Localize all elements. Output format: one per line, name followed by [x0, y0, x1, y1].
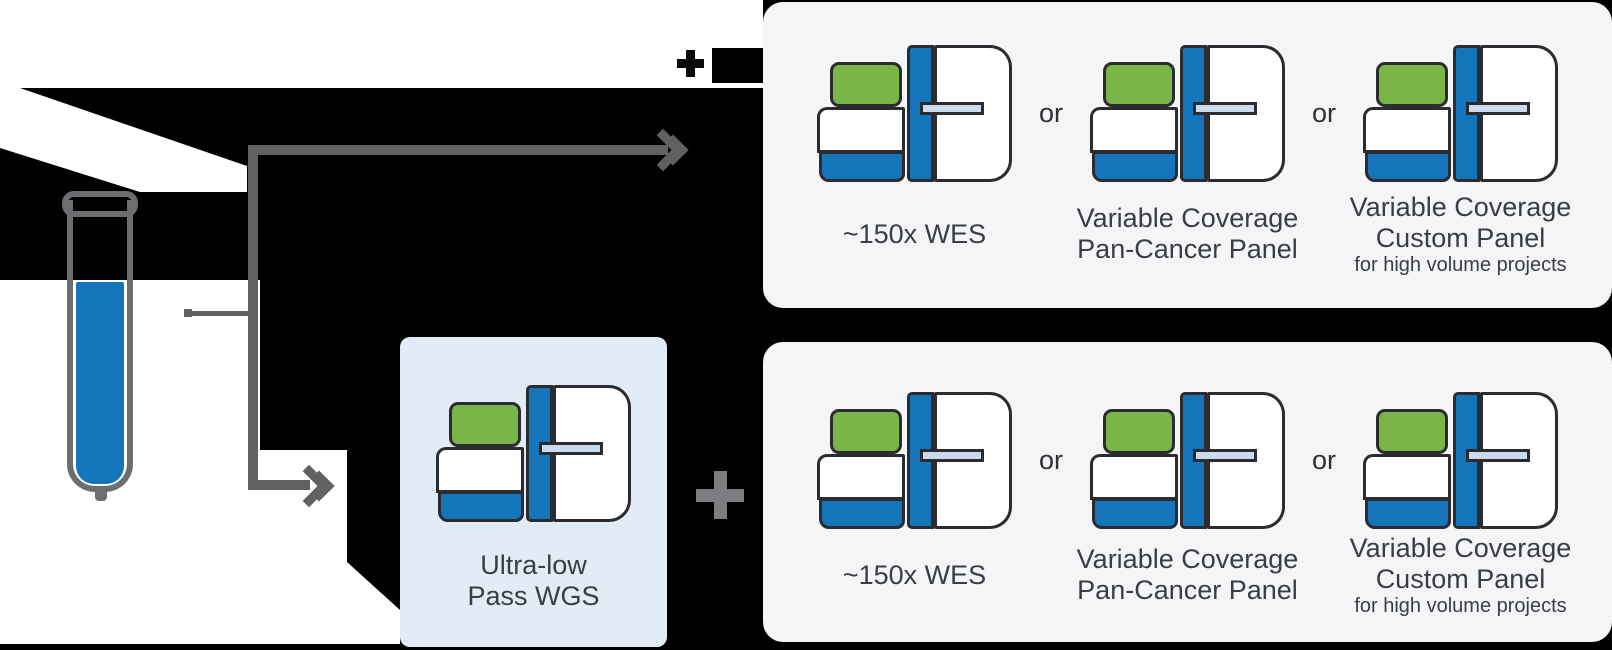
- small-plus-icon: [686, 50, 695, 77]
- sequencer-base: [819, 498, 905, 529]
- sequencer-base: [438, 491, 524, 522]
- black-notch: [712, 48, 763, 83]
- or-separator: or: [1038, 445, 1063, 475]
- sequencer-icon: [436, 385, 631, 522]
- ultra-low-pass-wgs-label: Ultra-low Pass WGS: [467, 550, 599, 612]
- sequencer-icon: [817, 392, 1012, 529]
- option-label: Variable Coverage Pan-Cancer Panel: [1077, 529, 1299, 621]
- option-custom-panel: Variable Coverage Custom Panel for high …: [1341, 392, 1581, 621]
- option-label-line1: ~150x WES: [842, 218, 987, 249]
- option-label-line1: ~150x WES: [842, 559, 987, 590]
- sequencer-base: [1365, 498, 1451, 529]
- option-150x-wes: ~150x WES: [795, 45, 1035, 286]
- sample-liquid: [76, 282, 124, 484]
- option-label-sub: for high volume projects: [1354, 594, 1567, 617]
- option-label: ~150x WES: [843, 182, 986, 286]
- option-label: Variable Coverage Pan-Cancer Panel: [1077, 182, 1299, 286]
- ultra-low-line1: Ultra-low: [480, 550, 587, 580]
- option-label-line2: Custom Panel: [1375, 563, 1546, 594]
- sequencer-slot: [1193, 102, 1257, 115]
- option-150x-wes: ~150x WES: [795, 392, 1035, 621]
- sequencer-base: [1092, 151, 1178, 182]
- sequencer-base: [1365, 151, 1451, 182]
- or-separator: or: [1311, 445, 1336, 475]
- option-label-line2: Pan-Cancer Panel: [1077, 575, 1298, 605]
- sequencer-screen: [830, 62, 902, 107]
- sequencer-screen: [1376, 62, 1448, 107]
- sequencer-slot: [1466, 449, 1530, 462]
- arrow-to-top-panel: [248, 145, 668, 155]
- or-separator: or: [1311, 98, 1336, 128]
- sample-tube-icon: [67, 200, 133, 492]
- bottom-options-panel: ~150x WES or Variable Coverage Pan-Cance…: [763, 342, 1612, 642]
- sequencer-slot: [539, 442, 603, 455]
- sequencer-tray: [1090, 454, 1178, 500]
- branch-line: [188, 311, 250, 316]
- option-label-line1: Variable Coverage: [1076, 203, 1299, 233]
- sequencer-icon: [1363, 45, 1558, 182]
- option-label-line1: Variable Coverage: [1349, 532, 1572, 563]
- sample-tube-tip: [95, 492, 107, 501]
- option-label-sub: for high volume projects: [1354, 253, 1567, 276]
- sequencer-icon: [1363, 392, 1558, 529]
- sequencer-icon: [1090, 392, 1285, 529]
- sequencer-screen: [449, 402, 521, 447]
- sequencer-screen: [1376, 409, 1448, 454]
- white-artifact-diagonal-band: [0, 88, 247, 192]
- sequencer-slot: [1466, 102, 1530, 115]
- fork-vertical-line: [248, 145, 258, 490]
- white-artifact-top-band: [0, 0, 763, 88]
- sequencer-slot: [1193, 449, 1257, 462]
- option-pan-cancer-panel: Variable Coverage Pan-Cancer Panel: [1068, 392, 1308, 621]
- sequencer-screen: [1103, 62, 1175, 107]
- sequencer-tray: [817, 454, 905, 500]
- sequencer-icon: [817, 45, 1012, 182]
- option-custom-panel: Variable Coverage Custom Panel for high …: [1341, 45, 1581, 286]
- option-pan-cancer-panel: Variable Coverage Pan-Cancer Panel: [1068, 45, 1308, 286]
- option-label: ~150x WES: [843, 529, 986, 621]
- ultra-low-pass-wgs-card: Ultra-low Pass WGS: [400, 337, 667, 647]
- sequencer-tray: [817, 107, 905, 153]
- sequencer-screen: [830, 409, 902, 454]
- option-label: Variable Coverage Custom Panel for high …: [1350, 182, 1572, 286]
- sequencer-slot: [920, 102, 984, 115]
- plus-icon: [714, 471, 727, 519]
- option-label-line2: Pan-Cancer Panel: [1077, 234, 1298, 264]
- sequencer-slot: [920, 449, 984, 462]
- option-label-line1: Variable Coverage: [1349, 191, 1572, 222]
- sequencer-base: [819, 151, 905, 182]
- or-separator: or: [1038, 98, 1063, 128]
- arrow-to-ulp-wgs: [248, 480, 310, 490]
- sequencer-icon: [1090, 45, 1285, 182]
- sequencer-tray: [1363, 454, 1451, 500]
- sequencer-base: [1092, 498, 1178, 529]
- sequencer-screen: [1103, 409, 1175, 454]
- option-label-line1: Variable Coverage: [1076, 544, 1299, 574]
- option-label-line2: Custom Panel: [1375, 222, 1546, 253]
- top-options-panel: ~150x WES or Variable Coverage Pan-Cance…: [763, 2, 1612, 308]
- sequencer-tray: [1363, 107, 1451, 153]
- ultra-low-line2: Pass WGS: [467, 581, 600, 611]
- sequencer-tray: [1090, 107, 1178, 153]
- option-label: Variable Coverage Custom Panel for high …: [1350, 529, 1572, 621]
- white-artifact-bottom-left: [0, 280, 400, 644]
- sample-tube-rim: [62, 191, 138, 217]
- sequencer-tray: [436, 447, 524, 493]
